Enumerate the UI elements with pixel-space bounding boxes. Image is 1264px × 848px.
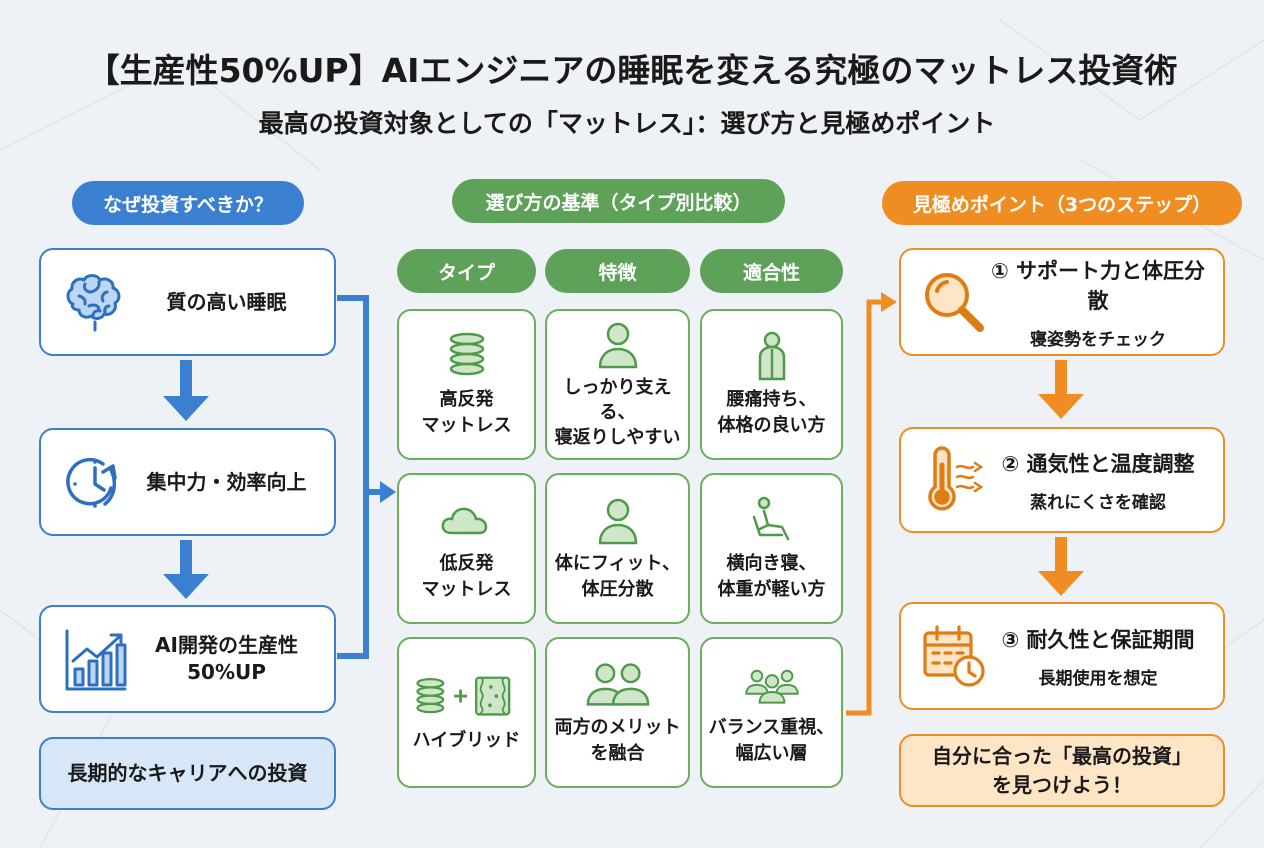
step-title: ③ 耐久性と保証期間: [1001, 627, 1195, 652]
step-subtitle: 寝姿勢をチェック: [1030, 329, 1166, 350]
person-icon: [598, 499, 637, 545]
brain-icon: [66, 274, 121, 332]
cell-type-label: 低反発 マットレス: [421, 553, 512, 600]
middle-header-label: 選び方の基準（タイプ別比較）: [485, 191, 752, 214]
column-header-feature-label: 特徴: [598, 261, 637, 284]
cell-feature-label: 両方のメリット を融合: [554, 717, 681, 764]
reason-label-focus: 集中力・効率向上: [146, 469, 307, 494]
cell-type-high-resilience: 高反発 マットレス: [397, 309, 536, 460]
middle-header-pill: 選び方の基準（タイプ別比較）: [452, 179, 785, 223]
reason-label-sleep: 質の高い睡眠: [166, 289, 287, 314]
cloud-icon: [441, 507, 487, 535]
bar-chart-growth-icon: [65, 629, 127, 691]
right-conclusion-box: 自分に合った「最高の投資」 を見つけよう！: [899, 734, 1225, 807]
reason-label-productivity: AI開発の生産性 50%UP: [155, 633, 298, 684]
spring-icon: [449, 333, 484, 376]
cell-fit-high-resilience: 腰痛持ち、 体格の良い方: [700, 309, 843, 460]
step-title: ② 通気性と温度調整: [1001, 451, 1195, 476]
cell-fit-label: 横向き寝、 体重が軽い方: [717, 553, 826, 600]
cell-feature-hybrid: 両方のメリット を融合: [545, 637, 690, 788]
thermometer-icon: [928, 446, 984, 511]
right-header-pill: 見極めポイント（3つのステップ）: [882, 181, 1242, 225]
step-card-support: ① サポート力と体圧分散 寝姿勢をチェック: [899, 248, 1225, 356]
column-header-fit: 適合性: [700, 249, 843, 293]
reason-card-productivity: AI開発の生産性 50%UP: [39, 605, 336, 713]
person-icon: [598, 322, 637, 368]
step-subtitle: 蒸れにくさを確認: [1030, 492, 1166, 513]
column-header-feature: 特徴: [545, 249, 690, 293]
left-conclusion-label: 長期的なキャリアへの投資: [67, 761, 308, 785]
cell-fit-label: 腰痛持ち、 体格の良い方: [717, 389, 826, 436]
calendar-clock-icon: [923, 625, 985, 687]
page-subtitle: 最高の投資対象としての「マットレス」：選び方と見極めポイント: [258, 109, 996, 138]
column-header-type-label: タイプ: [437, 261, 495, 284]
cell-feature-high-resilience: しっかり支える、 寝返りしやすい: [545, 309, 690, 460]
spring-plus-foam-icon: [415, 676, 510, 716]
reason-card-sleep: 質の高い睡眠: [39, 248, 336, 356]
two-people-icon: [586, 663, 649, 706]
cell-type-label: 高反発 マットレス: [421, 389, 512, 436]
page-title: 【生産性50%UP】AIエンジニアの睡眠を変える究極のマットレス投資術: [86, 51, 1178, 90]
right-conclusion-label: 自分に合った「最高の投資」 を見つけよう！: [932, 743, 1192, 797]
column-header-fit-label: 適合性: [742, 261, 800, 284]
step-title: ① サポート力と体圧分散: [990, 258, 1206, 313]
left-header-label: なぜ投資すべきか？: [103, 193, 273, 216]
reason-card-focus: 集中力・効率向上: [39, 428, 336, 536]
cell-type-label: ハイブリッド: [412, 729, 521, 751]
left-conclusion-box: 長期的なキャリアへの投資: [39, 737, 336, 810]
cell-feature-label: しっかり支える、 寝返りしやすい: [554, 376, 681, 449]
step-card-durability: ③ 耐久性と保証期間 長期使用を想定: [899, 602, 1225, 710]
cell-fit-label: バランス重視、 幅広い層: [708, 717, 835, 764]
clock-up-arrow-icon: [66, 457, 117, 508]
column-header-type: タイプ: [397, 249, 536, 293]
cell-type-hybrid: ハイブリッド: [397, 637, 536, 788]
cell-feature-low-resilience: 体にフィット、 体圧分散: [545, 473, 690, 624]
group-icon: [744, 670, 799, 704]
cell-type-low-resilience: 低反発 マットレス: [397, 473, 536, 624]
step-subtitle: 長期使用を想定: [1038, 668, 1158, 689]
right-header-label: 見極めポイント（3つのステップ）: [912, 193, 1212, 216]
cell-feature-label: 体にフィット、 体圧分散: [554, 553, 681, 600]
step-card-breathability: ② 通気性と温度調整 蒸れにくさを確認: [899, 427, 1225, 533]
cell-fit-low-resilience: 横向き寝、 体重が軽い方: [700, 473, 843, 624]
side-sleeper-icon: [752, 497, 789, 541]
magnifier-icon: [925, 273, 984, 332]
person-back-icon: [758, 332, 785, 381]
cell-fit-hybrid: バランス重視、 幅広い層: [700, 637, 843, 788]
left-header-pill: なぜ投資すべきか？: [72, 181, 304, 225]
